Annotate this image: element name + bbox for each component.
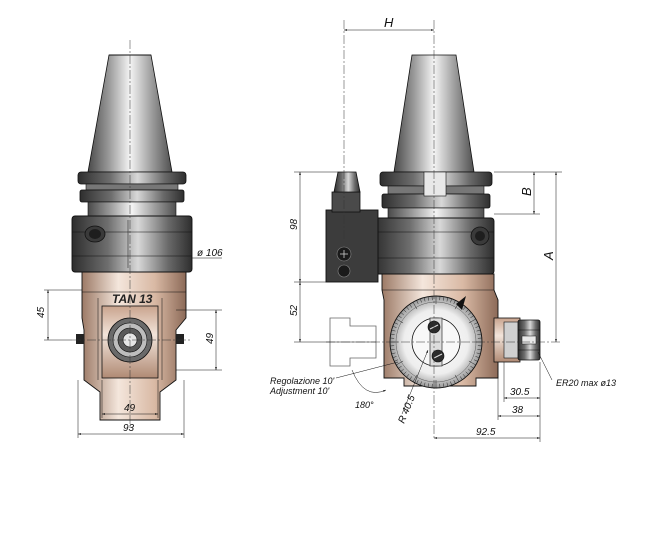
dial-tick <box>412 302 418 310</box>
dial-tick <box>392 356 397 358</box>
dial-tick <box>420 298 422 303</box>
ghost-spindle <box>329 317 377 367</box>
dim-diameter-106: ø 106 <box>197 248 223 259</box>
dial-tick <box>396 318 404 324</box>
dial-tick <box>476 329 481 332</box>
adjustment-it: Regolazione 10' <box>270 376 335 386</box>
dial-tick <box>427 296 429 301</box>
dim-49-right: 49 <box>205 332 216 344</box>
dial-tick <box>468 312 472 316</box>
dial-tick <box>391 352 396 355</box>
dial-tick <box>403 309 407 313</box>
dim-93: 93 <box>123 423 135 434</box>
dial-tick <box>409 376 413 380</box>
dial-tick <box>416 379 419 384</box>
dial-tick <box>398 315 402 319</box>
dial-tick <box>470 365 474 369</box>
dial-tick <box>403 371 407 375</box>
dial-tick <box>396 360 404 366</box>
dial-tick <box>416 300 419 305</box>
dial-tick <box>462 374 466 378</box>
dial-tick <box>390 333 395 335</box>
right-view: H 98 52 B A 30.5 38 92.5 ER20 max ø13 R … <box>269 15 616 442</box>
left-ring <box>71 215 193 273</box>
dial-tick <box>394 359 399 362</box>
dial-tick <box>465 371 469 375</box>
dial-tick <box>412 374 418 382</box>
dial-tick <box>443 383 445 388</box>
dial-tick <box>446 297 449 302</box>
dial-tick <box>475 326 480 328</box>
dial-tick <box>468 368 472 372</box>
dim-angle-180: 180° <box>355 400 374 410</box>
dial-tick <box>459 376 463 380</box>
dim-38: 38 <box>512 405 524 416</box>
dim-B: B <box>519 187 534 196</box>
dial-tick <box>446 382 449 387</box>
dial-tick <box>477 349 482 351</box>
adjustment-en: Adjustment 10' <box>269 386 330 396</box>
dial-tick <box>450 381 452 386</box>
dial-tick <box>391 329 396 332</box>
dial-ticks <box>390 296 482 388</box>
dim-H: H <box>384 15 394 30</box>
dial-tick <box>473 322 478 325</box>
stop-block <box>325 209 379 283</box>
dial-tick <box>420 381 422 386</box>
dial-tick <box>468 318 476 324</box>
dial-tick <box>392 326 397 328</box>
dial-tick <box>453 300 456 305</box>
dial-tick <box>400 312 404 316</box>
dial-tick <box>423 297 426 302</box>
dial-tick <box>450 298 452 303</box>
dial-tick <box>400 368 404 372</box>
dial-tick <box>394 322 399 325</box>
dial-tick <box>390 349 395 351</box>
dial-tick <box>443 296 445 301</box>
dial-tick <box>406 306 410 310</box>
dim-A: A <box>541 251 556 261</box>
left-view: TAN 13 ø 106 45 49 49 93 <box>36 40 223 438</box>
collet-note: ER20 max ø13 <box>556 378 616 388</box>
dial-tick <box>409 304 413 308</box>
dial-tick <box>398 365 402 369</box>
dial-tick <box>476 352 481 355</box>
left-flange-top <box>77 171 187 185</box>
dial-tick <box>462 306 466 310</box>
left-flange-groove <box>85 183 179 191</box>
left-flange-bottom <box>79 189 185 203</box>
dim-52: 52 <box>289 304 300 316</box>
dial-tick <box>427 383 429 388</box>
dial-tick <box>475 356 480 358</box>
dial-tick <box>477 333 482 335</box>
dial-tick <box>465 309 469 313</box>
dial-tick <box>470 315 474 319</box>
dial-tick <box>453 379 456 384</box>
product-label: TAN 13 <box>112 292 153 306</box>
dim-radius: R 40.5 <box>397 393 418 425</box>
dial-tick <box>473 359 478 362</box>
dim-45: 45 <box>36 306 47 318</box>
dim-30-5: 30.5 <box>510 387 530 398</box>
dim-92-5: 92.5 <box>476 427 496 438</box>
dial-tick <box>423 382 426 387</box>
dial-tick <box>454 374 460 382</box>
dial-tick <box>468 360 476 366</box>
dim-98: 98 <box>289 218 300 230</box>
dial-pointer <box>456 296 466 310</box>
dim-49-bottom: 49 <box>124 403 136 414</box>
dial-tick <box>406 374 410 378</box>
